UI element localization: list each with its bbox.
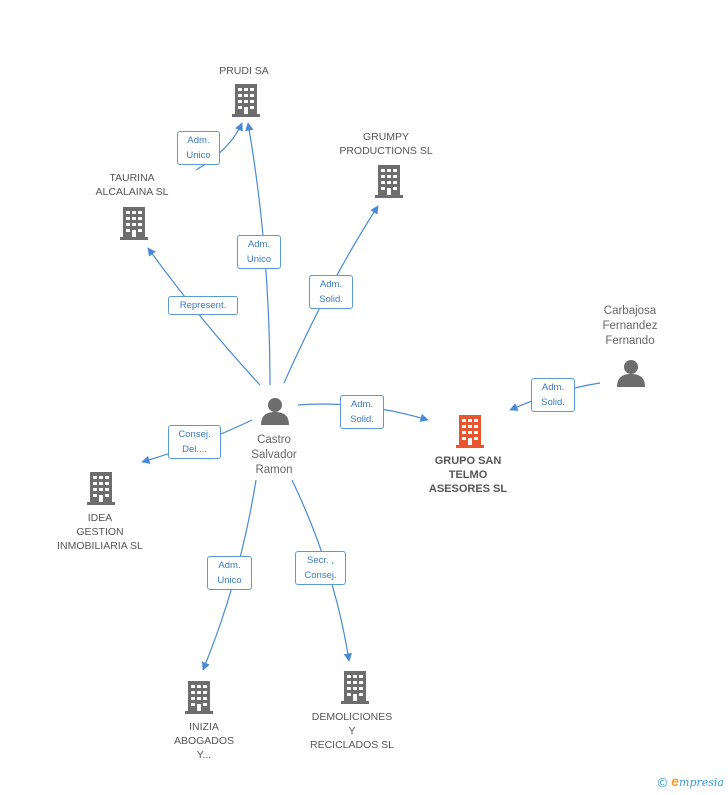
edge-tag-taurina-prudi: Adm. Unico — [177, 131, 220, 165]
brand-logo[interactable]: empresia — [671, 773, 724, 789]
edge-tag-castro-prudi: Adm. Unico — [237, 235, 281, 269]
footer-brand[interactable]: © empresia — [658, 773, 724, 791]
node-castro-label[interactable]: Castro Salvador Ramon — [251, 434, 297, 476]
grumpy-building-icon[interactable] — [375, 165, 403, 198]
castro-person-icon[interactable] — [261, 398, 289, 425]
node-grumpy-label[interactable]: GRUMPY PRODUCTIONS SL — [339, 131, 433, 157]
edge-tag-castro-demoliciones: Secr. , Consej. — [295, 551, 346, 585]
node-grupo-label[interactable]: GRUPO SAN TELMO ASESORES SL — [428, 455, 508, 495]
edge-tag-castro-idea: Consej. Del.... — [168, 425, 221, 459]
edge-tag-castro-grumpy: Adm. Solid. — [309, 275, 353, 309]
idea-building-icon[interactable] — [87, 472, 115, 505]
edge-tag-carbajosa-grupo: Adm. Solid. — [531, 378, 575, 412]
edge-castro-taurina — [147, 247, 261, 386]
edge-taurina-prudi — [195, 122, 243, 171]
edge-tag-castro-inizia: Adm. Unico — [207, 556, 252, 590]
grupo-building-icon[interactable] — [456, 415, 484, 448]
carbajosa-person-icon[interactable] — [617, 360, 645, 387]
demoliciones-building-icon[interactable] — [341, 671, 369, 704]
node-demoliciones-label[interactable]: DEMOLICIONES Y RECICLADOS SL — [309, 711, 395, 751]
taurina-building-icon[interactable] — [120, 207, 148, 240]
edge-tag-castro-taurina: Represent. — [168, 296, 238, 315]
node-prudi-label[interactable]: PRUDI SA — [219, 65, 269, 77]
edge-tag-castro-grupo: Adm. Solid. — [340, 395, 384, 429]
prudi-building-icon[interactable] — [232, 84, 260, 117]
node-idea-label[interactable]: IDEA GESTION INMOBILIARIA SL — [57, 512, 143, 552]
node-taurina-label[interactable]: TAURINA ALCALAINA SL — [95, 172, 169, 198]
inizia-building-icon[interactable] — [185, 681, 213, 714]
node-carbajosa-label[interactable]: Carbajosa Fernandez Fernando — [602, 305, 658, 347]
node-inizia-label[interactable]: INIZIA ABOGADOS Y... — [173, 721, 235, 761]
copyright-icon: © — [657, 774, 668, 790]
